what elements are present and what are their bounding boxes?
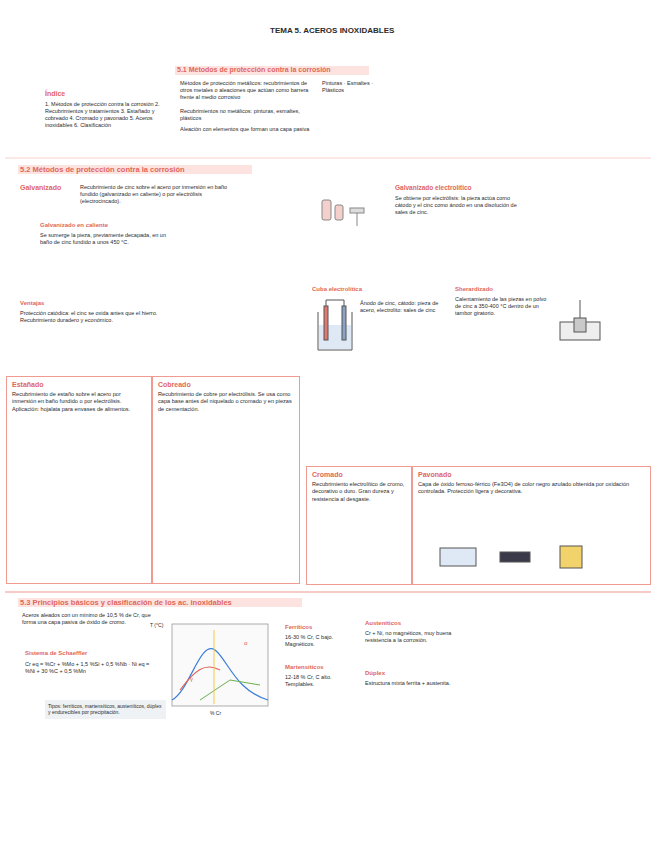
topic-box: CobreadoRecubrimiento de cobre por elect… — [152, 376, 300, 584]
note-text: Ánodo de cinc, cátodo: pieza de acero, e… — [360, 300, 440, 314]
subtopic-heading: Galvanizado en caliente — [40, 222, 150, 230]
anode — [324, 306, 328, 340]
note-text: Recubrimientos no metálicos: pinturas, e… — [180, 108, 310, 122]
axis-label: % Cr — [210, 710, 240, 716]
topic-box: EstañadoRecubrimiento de estaño sobre el… — [6, 376, 152, 584]
pavonado-sketch — [440, 546, 582, 568]
box-body: Recubrimiento de estaño sobre el acero p… — [12, 391, 146, 413]
section-rule — [5, 158, 651, 159]
box-body: Recubrimiento de cobre por electrólisis.… — [158, 391, 294, 413]
note-text: Aceros aleados con un mínimo de 10,5 % d… — [22, 612, 162, 626]
note-text: Se obtiene por electrólisis: la pieza ac… — [395, 195, 525, 216]
topic-box: CromadoRecubrimiento electrolítico de cr… — [306, 466, 412, 585]
note-text: Aleación con elementos que forman una ca… — [180, 126, 310, 133]
type-heading: Austeníticos — [365, 620, 435, 628]
part — [574, 318, 586, 332]
subtopic-heading: Ventajas — [20, 300, 80, 308]
section-heading: 5.1 Métodos de protección contra la corr… — [175, 66, 369, 75]
box-heading: Cobreado — [158, 381, 294, 388]
fe-cr-chart — [172, 624, 268, 706]
subtopic-heading: Sherardizado — [455, 286, 535, 294]
box-body: Recubrimiento electrolítico de cromo, de… — [312, 481, 406, 503]
phase-label: α — [244, 640, 254, 648]
phase-label: γ — [190, 676, 200, 684]
bath — [440, 548, 476, 566]
index-heading: Índice — [45, 90, 105, 99]
cathode — [342, 306, 346, 340]
box-heading: Pavonado — [418, 471, 645, 478]
section-heading: 5.3 Principios básicos y clasificación d… — [18, 598, 302, 607]
note-text: Recubrimiento de cinc sobre el acero por… — [80, 184, 230, 205]
section-heading: 5.2 Métodos de protección contra la corr… — [18, 165, 252, 174]
part — [500, 552, 530, 562]
bath-sketch — [560, 300, 600, 340]
note-text: Estructura mixta ferrita + austenita. — [365, 680, 455, 687]
box — [560, 546, 582, 568]
can — [335, 205, 343, 220]
note-text: Calentamiento de las piezas en polvo de … — [455, 296, 550, 317]
section-rule — [5, 591, 651, 592]
type-heading: Ferríticos — [285, 624, 345, 632]
box-heading: Estañado — [12, 381, 146, 388]
wire — [326, 300, 344, 306]
curve — [200, 680, 260, 700]
subtopic-heading: Cuba electrolítica — [312, 286, 392, 294]
box-body: Capa de óxido ferroso-férrico (Fe3O4) de… — [418, 481, 645, 496]
note-text: Métodos de protección metálicos: recubri… — [180, 80, 310, 101]
axis-label: T (°C) — [150, 622, 172, 628]
note-text: Cr eq = %Cr + %Mo + 1,5 %Si + 0,5 %Nb · … — [25, 661, 160, 675]
tank — [318, 312, 352, 350]
type-heading: Dúplex — [365, 670, 425, 678]
roller-handle — [357, 213, 358, 226]
curve — [172, 649, 268, 700]
note-text: 1. Métodos de protección contra la corro… — [45, 101, 163, 129]
topic-heading: Galvanizado electrolítico — [395, 184, 515, 192]
type-heading: Martensíticos — [285, 664, 345, 672]
can-sketch — [322, 200, 364, 226]
note-text: Cr + Ni, no magnéticos, muy buena resist… — [365, 630, 455, 644]
note-text: 16-30 % Cr, C bajo. Magnéticos. — [285, 634, 353, 648]
topic-box: PavonadoCapa de óxido ferroso-férrico (F… — [412, 466, 651, 585]
note-text: Pinturas · Esmaltes · Plásticos — [322, 80, 382, 94]
note-box: Tipos: ferríticos, martensíticos, austen… — [45, 700, 166, 719]
chart-frame — [172, 624, 268, 706]
marker-line — [214, 630, 215, 704]
electrolysis-cell — [318, 300, 352, 350]
can — [322, 200, 331, 220]
note-text: 12-18 % Cr, C alto. Templables. — [285, 674, 353, 688]
box-heading: Cromado — [312, 471, 406, 478]
note-text: Protección catódica: el cinc se oxida an… — [20, 310, 160, 324]
topic-heading: Galvanizado — [20, 184, 80, 193]
note-text: Se sumerge la pieza, previamente decapad… — [40, 232, 170, 246]
roller — [350, 208, 364, 213]
subtopic-heading: Sistema de Schaeffler — [25, 650, 125, 658]
page-title: TEMA 5. ACEROS INOXIDABLES — [270, 26, 394, 36]
